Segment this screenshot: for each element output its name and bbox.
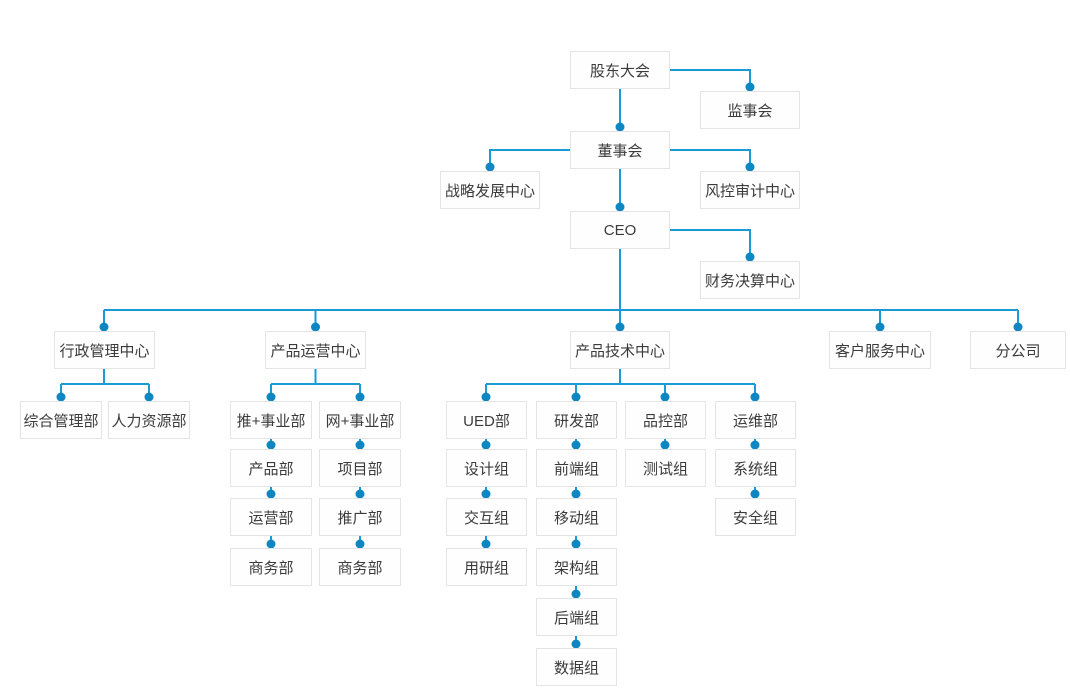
org-node-promotion-dept: 推广部 [319,498,401,536]
org-node-backend-group: 后端组 [536,598,617,636]
org-node-project-dept: 项目部 [319,449,401,487]
org-node-testing-group: 测试组 [625,449,706,487]
org-node-design-group: 设计组 [446,449,527,487]
org-node-general-management-dept: 综合管理部 [20,401,102,439]
org-node-mobile-group: 移动组 [536,498,617,536]
org-node-system-group: 系统组 [715,449,796,487]
org-node-wang-plus-business-dept: 网+事业部 [319,401,401,439]
org-node-interaction-group: 交互组 [446,498,527,536]
org-node-ceo: CEO [570,211,670,249]
org-node-tui-plus-business-dept: 推+事业部 [230,401,312,439]
org-node-product-dept: 产品部 [230,449,312,487]
org-node-ops-dept: 运维部 [715,401,796,439]
org-node-architecture-group: 架构组 [536,548,617,586]
org-node-finance-settlement-center: 财务决算中心 [700,261,800,299]
org-node-frontend-group: 前端组 [536,449,617,487]
org-node-rd-dept: 研发部 [536,401,617,439]
org-node-product-operation-center: 产品运营中心 [265,331,366,369]
org-node-product-technology-center: 产品技术中心 [570,331,670,369]
org-node-branch-company: 分公司 [970,331,1066,369]
org-node-quality-control-dept: 品控部 [625,401,706,439]
org-node-ued-dept: UED部 [446,401,527,439]
org-node-human-resources-dept: 人力资源部 [108,401,190,439]
org-node-data-group: 数据组 [536,648,617,686]
org-node-admin-management-center: 行政管理中心 [54,331,155,369]
org-node-board-of-directors: 董事会 [570,131,670,169]
org-node-business-dept-tui: 商务部 [230,548,312,586]
org-node-operation-dept: 运营部 [230,498,312,536]
connector-dots [56,82,1023,649]
org-node-shareholders-meeting: 股东大会 [570,51,670,89]
org-node-security-group: 安全组 [715,498,796,536]
org-node-strategy-development-center: 战略发展中心 [440,171,540,209]
org-node-business-dept-wang: 商务部 [319,548,401,586]
org-node-customer-service-center: 客户服务中心 [829,331,931,369]
org-node-user-research-group: 用研组 [446,548,527,586]
org-node-supervisory-board: 监事会 [700,91,800,129]
org-node-risk-audit-center: 风控审计中心 [700,171,800,209]
